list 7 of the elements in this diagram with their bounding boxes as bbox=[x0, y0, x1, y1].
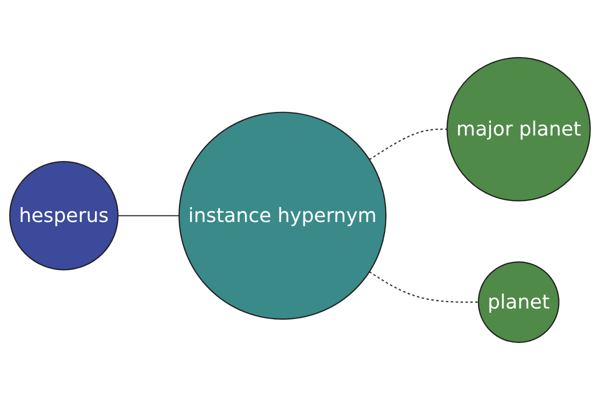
connector bbox=[369, 128, 448, 160]
node-circle: planet bbox=[478, 261, 560, 343]
connector bbox=[369, 271, 478, 303]
node-circle: instance hypernym bbox=[178, 112, 387, 320]
node-circle: major planet bbox=[446, 57, 591, 202]
node-circle: hesperus bbox=[9, 161, 119, 270]
connector bbox=[118, 215, 180, 216]
